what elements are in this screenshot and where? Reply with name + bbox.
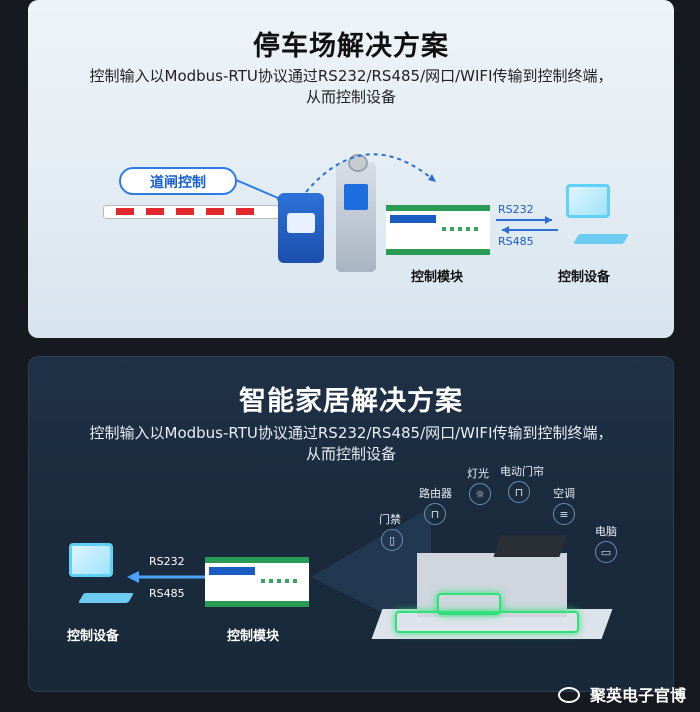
smarthome-panel: 智能家居解决方案 控制输入以Modbus-RTU协议通过RS232/RS485/… — [28, 356, 674, 692]
door-label: 门禁 — [379, 513, 401, 526]
keyboard-icon — [573, 234, 629, 244]
smarthome-desc-line1: 控制输入以Modbus-RTU协议通过RS232/RS485/网口/WIFI传输… — [89, 424, 613, 442]
bidirectional-arrows — [496, 216, 558, 234]
monitor-icon — [566, 184, 610, 218]
parking-title: 停车场解决方案 — [253, 31, 449, 62]
door-icon: ▯ — [381, 529, 403, 551]
light-icon: ☼ — [469, 483, 491, 505]
control-module — [386, 205, 490, 255]
device-label-2: 控制设备 — [67, 629, 120, 644]
rs485-label-2: RS485 — [149, 587, 185, 600]
link-arc — [305, 153, 437, 193]
device-label: 控制设备 — [558, 270, 611, 285]
parking-panel: 停车场解决方案 控制输入以Modbus-RTU协议通过RS232/RS485/网… — [28, 0, 674, 338]
parking-desc-line2: 从而控制设备 — [305, 88, 396, 106]
barrier-arm — [103, 205, 283, 219]
parking-description: 控制输入以Modbus-RTU协议通过RS232/RS485/网口/WIFI传输… — [28, 66, 674, 108]
module-label-2: 控制模块 — [227, 629, 280, 644]
gate-machine — [278, 193, 324, 263]
router-icon: ⊓ — [424, 503, 446, 525]
watermark: 聚英电子官博 — [589, 686, 686, 705]
rs232-label-2: RS232 — [149, 555, 185, 568]
control-module-2 — [205, 557, 309, 607]
data-arrow — [127, 571, 211, 583]
rs485-label: RS485 — [498, 235, 534, 248]
monitor-small-icon: ▭ — [595, 541, 617, 563]
parking-kiosk — [336, 154, 376, 272]
ac-icon: ≡ — [553, 503, 575, 525]
gate-control-label: 道闸控制 — [119, 167, 237, 195]
smarthome-desc-line2: 从而控制设备 — [305, 445, 396, 463]
curtain-icon: ⊓ — [508, 481, 530, 503]
ac-label: 空调 — [553, 487, 575, 500]
house-illustration — [371, 535, 613, 651]
monitor-icon-2 — [69, 543, 113, 577]
router-label: 路由器 — [419, 487, 452, 500]
module-label: 控制模块 — [411, 270, 464, 285]
light-label: 灯光 — [467, 467, 489, 480]
smarthome-title: 智能家居解决方案 — [239, 386, 463, 417]
keyboard-icon-2 — [78, 593, 134, 603]
weibo-icon — [558, 687, 580, 703]
curtain-label: 电动门帘 — [500, 465, 544, 478]
tv-label: 电脑 — [595, 525, 617, 538]
rs232-label: RS232 — [498, 203, 534, 216]
smarthome-description: 控制输入以Modbus-RTU协议通过RS232/RS485/网口/WIFI传输… — [29, 423, 673, 465]
parking-desc-line1: 控制输入以Modbus-RTU协议通过RS232/RS485/网口/WIFI传输… — [89, 67, 613, 85]
